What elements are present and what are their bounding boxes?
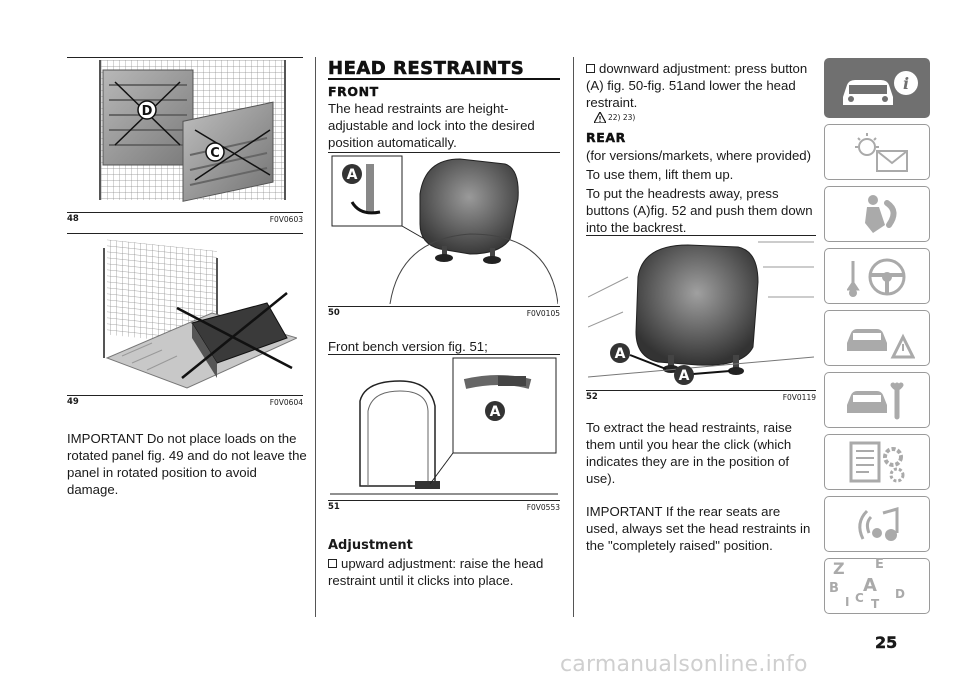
warning-lights-icon	[845, 131, 915, 180]
fig48-code: F0V0603	[269, 215, 303, 224]
tab-starting-driving[interactable]	[824, 248, 930, 304]
fig51-number: 51	[328, 502, 340, 512]
rear-use-text: To use them, lift them up.	[586, 167, 734, 182]
adjustment-heading: Adjustment	[328, 538, 413, 553]
figure-49-rotated-panel	[92, 238, 297, 393]
figure-51-bench-headrest: A	[330, 356, 558, 498]
watermark: carmanualsonline.info	[560, 652, 808, 677]
maintenance-icon	[843, 379, 915, 428]
multimedia-icon	[853, 503, 907, 552]
section-title: HEAD RESTRAINTS	[328, 58, 525, 80]
index-letter: C	[855, 591, 864, 605]
rear-stow-text: To put the headrests away, press buttons…	[586, 186, 813, 235]
callout-a: A	[490, 404, 501, 420]
page-number: 25	[875, 633, 898, 652]
technical-data-icon	[847, 441, 911, 490]
index-letter: E	[875, 557, 884, 572]
index-letter: T	[871, 597, 880, 611]
fig50-code: F0V0105	[526, 309, 560, 318]
index-letter: A	[863, 575, 877, 596]
car-info-icon: i	[833, 67, 923, 116]
fig52-bottom-rule	[586, 390, 816, 391]
index-letter: B	[829, 581, 839, 596]
rear-heading: REAR	[586, 130, 626, 145]
fig49-bottom-rule	[67, 395, 303, 396]
tab-safety[interactable]	[824, 186, 930, 242]
fig50-top-rule	[328, 152, 560, 153]
fig49-top-rule	[67, 233, 303, 234]
tab-multimedia[interactable]	[824, 496, 930, 552]
fig49-code: F0V0604	[269, 398, 303, 407]
fig49-number: 49	[67, 397, 79, 407]
column-divider-2	[573, 57, 574, 617]
figure-52-rear-headrest: A A	[588, 237, 814, 389]
fig50-bottom-rule	[328, 306, 560, 307]
tab-car-info[interactable]: i	[824, 58, 930, 118]
index-icon: Z E B A C D T I	[825, 557, 929, 613]
figure-50-front-headrest: A	[330, 154, 558, 304]
index-letter: D	[895, 587, 905, 601]
tab-maintenance[interactable]	[824, 372, 930, 428]
figure-48-cargo-panel: D C	[95, 60, 290, 210]
fig52-top-rule	[586, 235, 816, 236]
fig48-number: 48	[67, 214, 79, 224]
emergency-icon	[843, 317, 916, 366]
safety-airbag-icon	[855, 193, 905, 242]
fig48-bottom-rule	[67, 212, 303, 213]
front-bench-text: Front bench version fig. 51;	[328, 339, 488, 354]
fig48-top-rule	[67, 57, 303, 58]
tab-technical-data[interactable]	[824, 434, 930, 490]
checkbox-bullet-icon	[586, 64, 595, 73]
index-letter: Z	[833, 559, 845, 578]
callout-a: A	[615, 346, 626, 362]
starting-driving-icon	[846, 255, 911, 304]
callout-a: A	[347, 167, 358, 183]
fig52-code: F0V0119	[782, 393, 816, 402]
index-letter: I	[845, 595, 850, 609]
callout-a: A	[679, 368, 690, 384]
callout-d: D	[142, 104, 153, 119]
tab-emergency[interactable]	[824, 310, 930, 366]
fig51-top-rule	[328, 354, 560, 355]
fig51-bottom-rule	[328, 500, 560, 501]
fig51-code: F0V0553	[526, 503, 560, 512]
front-description: The head restraints are height-adjustabl…	[328, 101, 535, 150]
upward-adjustment-text: upward adjustment: raise the head restra…	[328, 556, 544, 588]
svg-text:i: i	[903, 74, 909, 93]
callout-c: C	[210, 146, 220, 161]
downward-adjustment-text: downward adjustment: press button (A) fi…	[586, 61, 808, 110]
important-rear-text: IMPORTANT If the rear seats are used, al…	[586, 504, 811, 553]
title-underline	[328, 78, 560, 80]
upward-adjustment-item: upward adjustment: raise the head restra…	[328, 555, 560, 589]
extract-text: To extract the head restraints, raise th…	[586, 420, 792, 486]
fig50-number: 50	[328, 308, 340, 318]
fig52-number: 52	[586, 392, 598, 402]
column-divider-1	[315, 57, 316, 617]
rear-versions-text: (for versions/markets, where provided)	[586, 148, 811, 163]
tab-warning-lights[interactable]	[824, 124, 930, 180]
tab-index[interactable]: Z E B A C D T I	[824, 557, 930, 614]
checkbox-bullet-icon	[328, 559, 337, 568]
note-references: 22) 23)	[608, 113, 636, 122]
downward-adjustment-item: downward adjustment: press button (A) fi…	[586, 60, 816, 111]
warning-icon	[592, 110, 608, 128]
front-heading: FRONT	[328, 84, 379, 99]
important-panel-text: IMPORTANT Do not place loads on the rota…	[67, 431, 307, 497]
